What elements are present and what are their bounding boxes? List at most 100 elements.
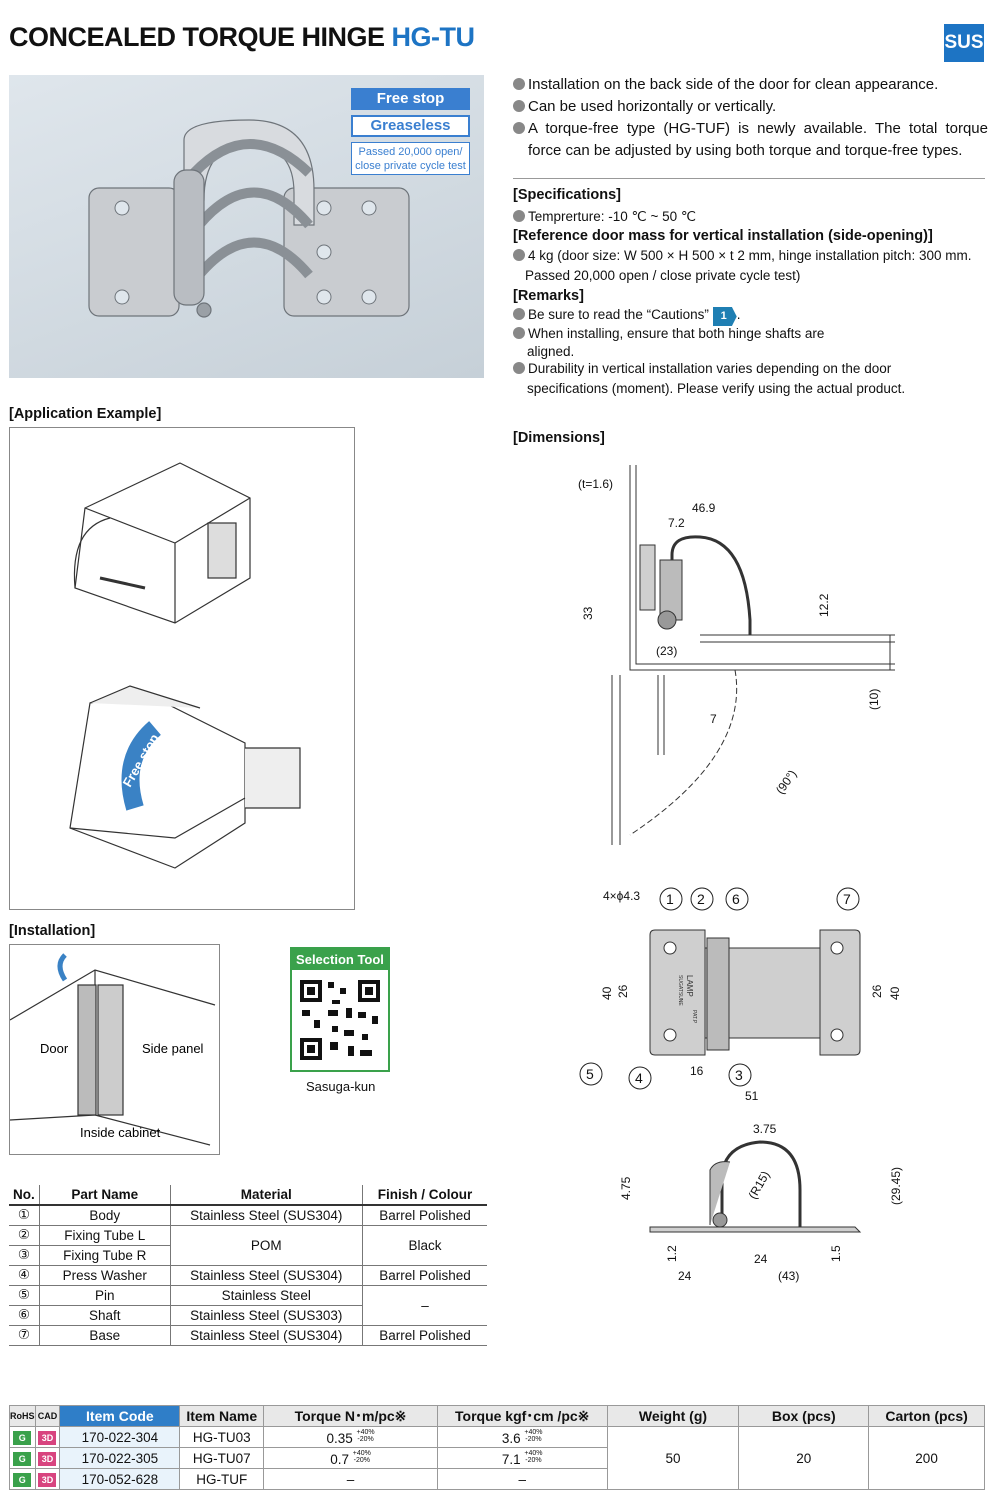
item-code[interactable]: 170-052-628 <box>59 1468 181 1490</box>
dim-40-left: 40 <box>600 986 614 1000</box>
cycle-line-2: close private cycle test <box>355 160 466 172</box>
callout-5 <box>579 1062 603 1086</box>
tol-plus: +40% <box>524 1449 543 1457</box>
selection-tool[interactable]: Selection Tool <box>290 947 390 1072</box>
torque-nm-value: 0.35 <box>326 1430 353 1446</box>
callout-5-label: 5 <box>586 1066 594 1082</box>
qr-code-icon[interactable] <box>292 970 388 1070</box>
front-view-drawing: LAMP SUGATSUNE PAT.P 4×ϕ4.3 40 26 26 40 … <box>579 887 902 1103</box>
callout-2 <box>690 887 714 911</box>
application-illustration: Free stop <box>69 462 301 869</box>
item-code[interactable]: 170-022-305 <box>59 1447 181 1469</box>
dim-26-left: 26 <box>616 984 630 998</box>
torque-kgf-value: 7.1 <box>501 1451 521 1467</box>
col-item-code: Item Code <box>59 1405 181 1427</box>
cautions-badge[interactable]: 1 <box>712 307 737 326</box>
callout-6 <box>725 887 749 911</box>
bullet-icon <box>513 327 525 339</box>
torque-nm: 0.7 +40%-20% <box>263 1447 438 1469</box>
dim-46-9: 46.9 <box>692 501 716 515</box>
col-rohs: RoHS <box>9 1405 36 1427</box>
part-material: Stainless Steel <box>169 1285 363 1306</box>
spec-ref-1: 4 kg (door size: W 500 × H 500 × t 2 mm,… <box>513 246 971 265</box>
part-name: Base <box>38 1325 171 1346</box>
col-cad: CAD <box>34 1405 61 1427</box>
cad-3d-icon[interactable]: 3D <box>38 1473 57 1487</box>
table-row: ② Fixing Tube L POM Black <box>9 1225 488 1266</box>
part-material: Stainless Steel (SUS304) <box>169 1325 363 1346</box>
part-material: Stainless Steel (SUS303) <box>169 1305 363 1326</box>
torque-kgf-value: 3.6 <box>501 1430 521 1446</box>
col-carton: Carton (pcs) <box>868 1405 985 1427</box>
item-header-row: RoHS CAD Item Code Item Name Torque N･m/… <box>9 1405 985 1427</box>
callout-3-label: 3 <box>735 1067 743 1083</box>
feature-text: Can be used horizontally or vertically. <box>528 98 777 115</box>
dim-29-45: (29.45) <box>889 1167 903 1205</box>
callout-7 <box>836 887 860 911</box>
feature-2: Can be used horizontally or vertically. <box>513 96 988 118</box>
col-torque-kgf: Torque kgf･cm /pc※ <box>436 1405 608 1427</box>
callout-4 <box>628 1066 652 1090</box>
item-name: HG-TUF <box>179 1468 265 1490</box>
spec-text: 4 kg (door size: W 500 × H 500 × t 2 mm,… <box>528 248 972 263</box>
part-name: Press Washer <box>38 1265 171 1286</box>
col-item-name: Item Name <box>179 1405 265 1427</box>
dim-10: (10) <box>867 689 881 710</box>
parts-col-material: Material <box>169 1185 363 1206</box>
callout-7-label: 7 <box>843 891 851 907</box>
parts-table: No. Part Name Material Finish / Colour ①… <box>9 1185 488 1346</box>
spec-text: Be sure to read the “Cautions” <box>528 307 709 322</box>
callout-4-label: 4 <box>635 1070 643 1086</box>
tol-minus: -20% <box>357 1435 374 1443</box>
spec-text: Temprerture: -10 ℃ ~ 50 ℃ <box>528 209 697 224</box>
remarks-heading: [Remarks] <box>513 288 584 304</box>
dim-7-2: 7.2 <box>668 516 685 530</box>
callout-1 <box>659 887 683 911</box>
item-code[interactable]: 170-022-304 <box>59 1426 181 1448</box>
table-row: G 3D 170-052-628 HG-TUF – – <box>9 1468 985 1490</box>
tol-minus: -20% <box>525 1456 542 1464</box>
dim-51: 51 <box>745 1089 759 1103</box>
table-row: G 3D 170-022-304 HG-TU03 0.35 +40%-20% 3… <box>9 1426 985 1490</box>
dim-thickness: (t=1.6) <box>578 477 613 491</box>
stamp-sugatsune: SUGATSUNE <box>677 975 683 1006</box>
spec-temperature: Temprerture: -10 ℃ ~ 50 ℃ <box>513 207 696 226</box>
col-weight: Weight (g) <box>606 1405 740 1427</box>
installation-illustration: Door Side panel Inside cabinet <box>9 953 216 1146</box>
dim-33: 33 <box>581 606 595 620</box>
dim-90deg: (90°) <box>773 767 799 796</box>
tolerance: +40%-20% <box>356 1429 374 1443</box>
col-torque-nm: Torque N･m/pc※ <box>263 1405 438 1427</box>
part-no: ⑤ <box>9 1285 40 1306</box>
cad-3d-icon[interactable]: 3D <box>38 1431 57 1445</box>
tol-plus: +40% <box>352 1449 371 1457</box>
installation-panel: Door Side panel Inside cabinet <box>9 944 220 1155</box>
divider <box>513 178 985 179</box>
torque-kgf: – <box>436 1468 608 1490</box>
dim-24-a: 24 <box>754 1252 768 1266</box>
part-name: Fixing Tube R <box>38 1245 171 1266</box>
weight: 50 <box>606 1426 740 1490</box>
dim-r15: (R15) <box>745 1169 772 1202</box>
cad-3d-icon[interactable]: 3D <box>38 1452 57 1466</box>
dim-7: 7 <box>710 712 717 726</box>
top-view-drawing: 3.75 4.75 (R15) (29.45) 1.2 24 1.5 24 (4… <box>619 1122 903 1283</box>
torque-kgf: 3.6 +40%-20% <box>436 1426 608 1448</box>
rohs-icon: G <box>13 1431 32 1445</box>
installation-heading: [Installation] <box>9 923 96 939</box>
side-view-drawing: (t=1.6) 46.9 7.2 33 12.2 (23) (10) 7 (90… <box>578 465 895 845</box>
torque-nm-value: 0.7 <box>330 1451 349 1467</box>
title-text: CONCEALED TORQUE HINGE <box>9 22 385 52</box>
feature-1: Installation on the back side of the doo… <box>513 74 988 96</box>
spec-ref-2: Passed 20,000 open / close private cycle… <box>525 268 801 283</box>
bullet-icon <box>513 249 525 261</box>
feature-text: A torque-free type (HG-TUF) is newly ava… <box>528 120 988 159</box>
spec-text: Durability in vertical installation vari… <box>528 361 892 376</box>
part-no: ⑥ <box>9 1305 40 1326</box>
item-table: RoHS CAD Item Code Item Name Torque N･m/… <box>9 1405 985 1490</box>
dim-1-2: 1.2 <box>665 1245 679 1262</box>
page-title: CONCEALED TORQUE HINGE HG-TU <box>9 22 475 53</box>
tol-minus: -20% <box>525 1435 542 1443</box>
parts-col-no: No. <box>9 1185 40 1206</box>
tol-plus: +40% <box>356 1428 375 1436</box>
